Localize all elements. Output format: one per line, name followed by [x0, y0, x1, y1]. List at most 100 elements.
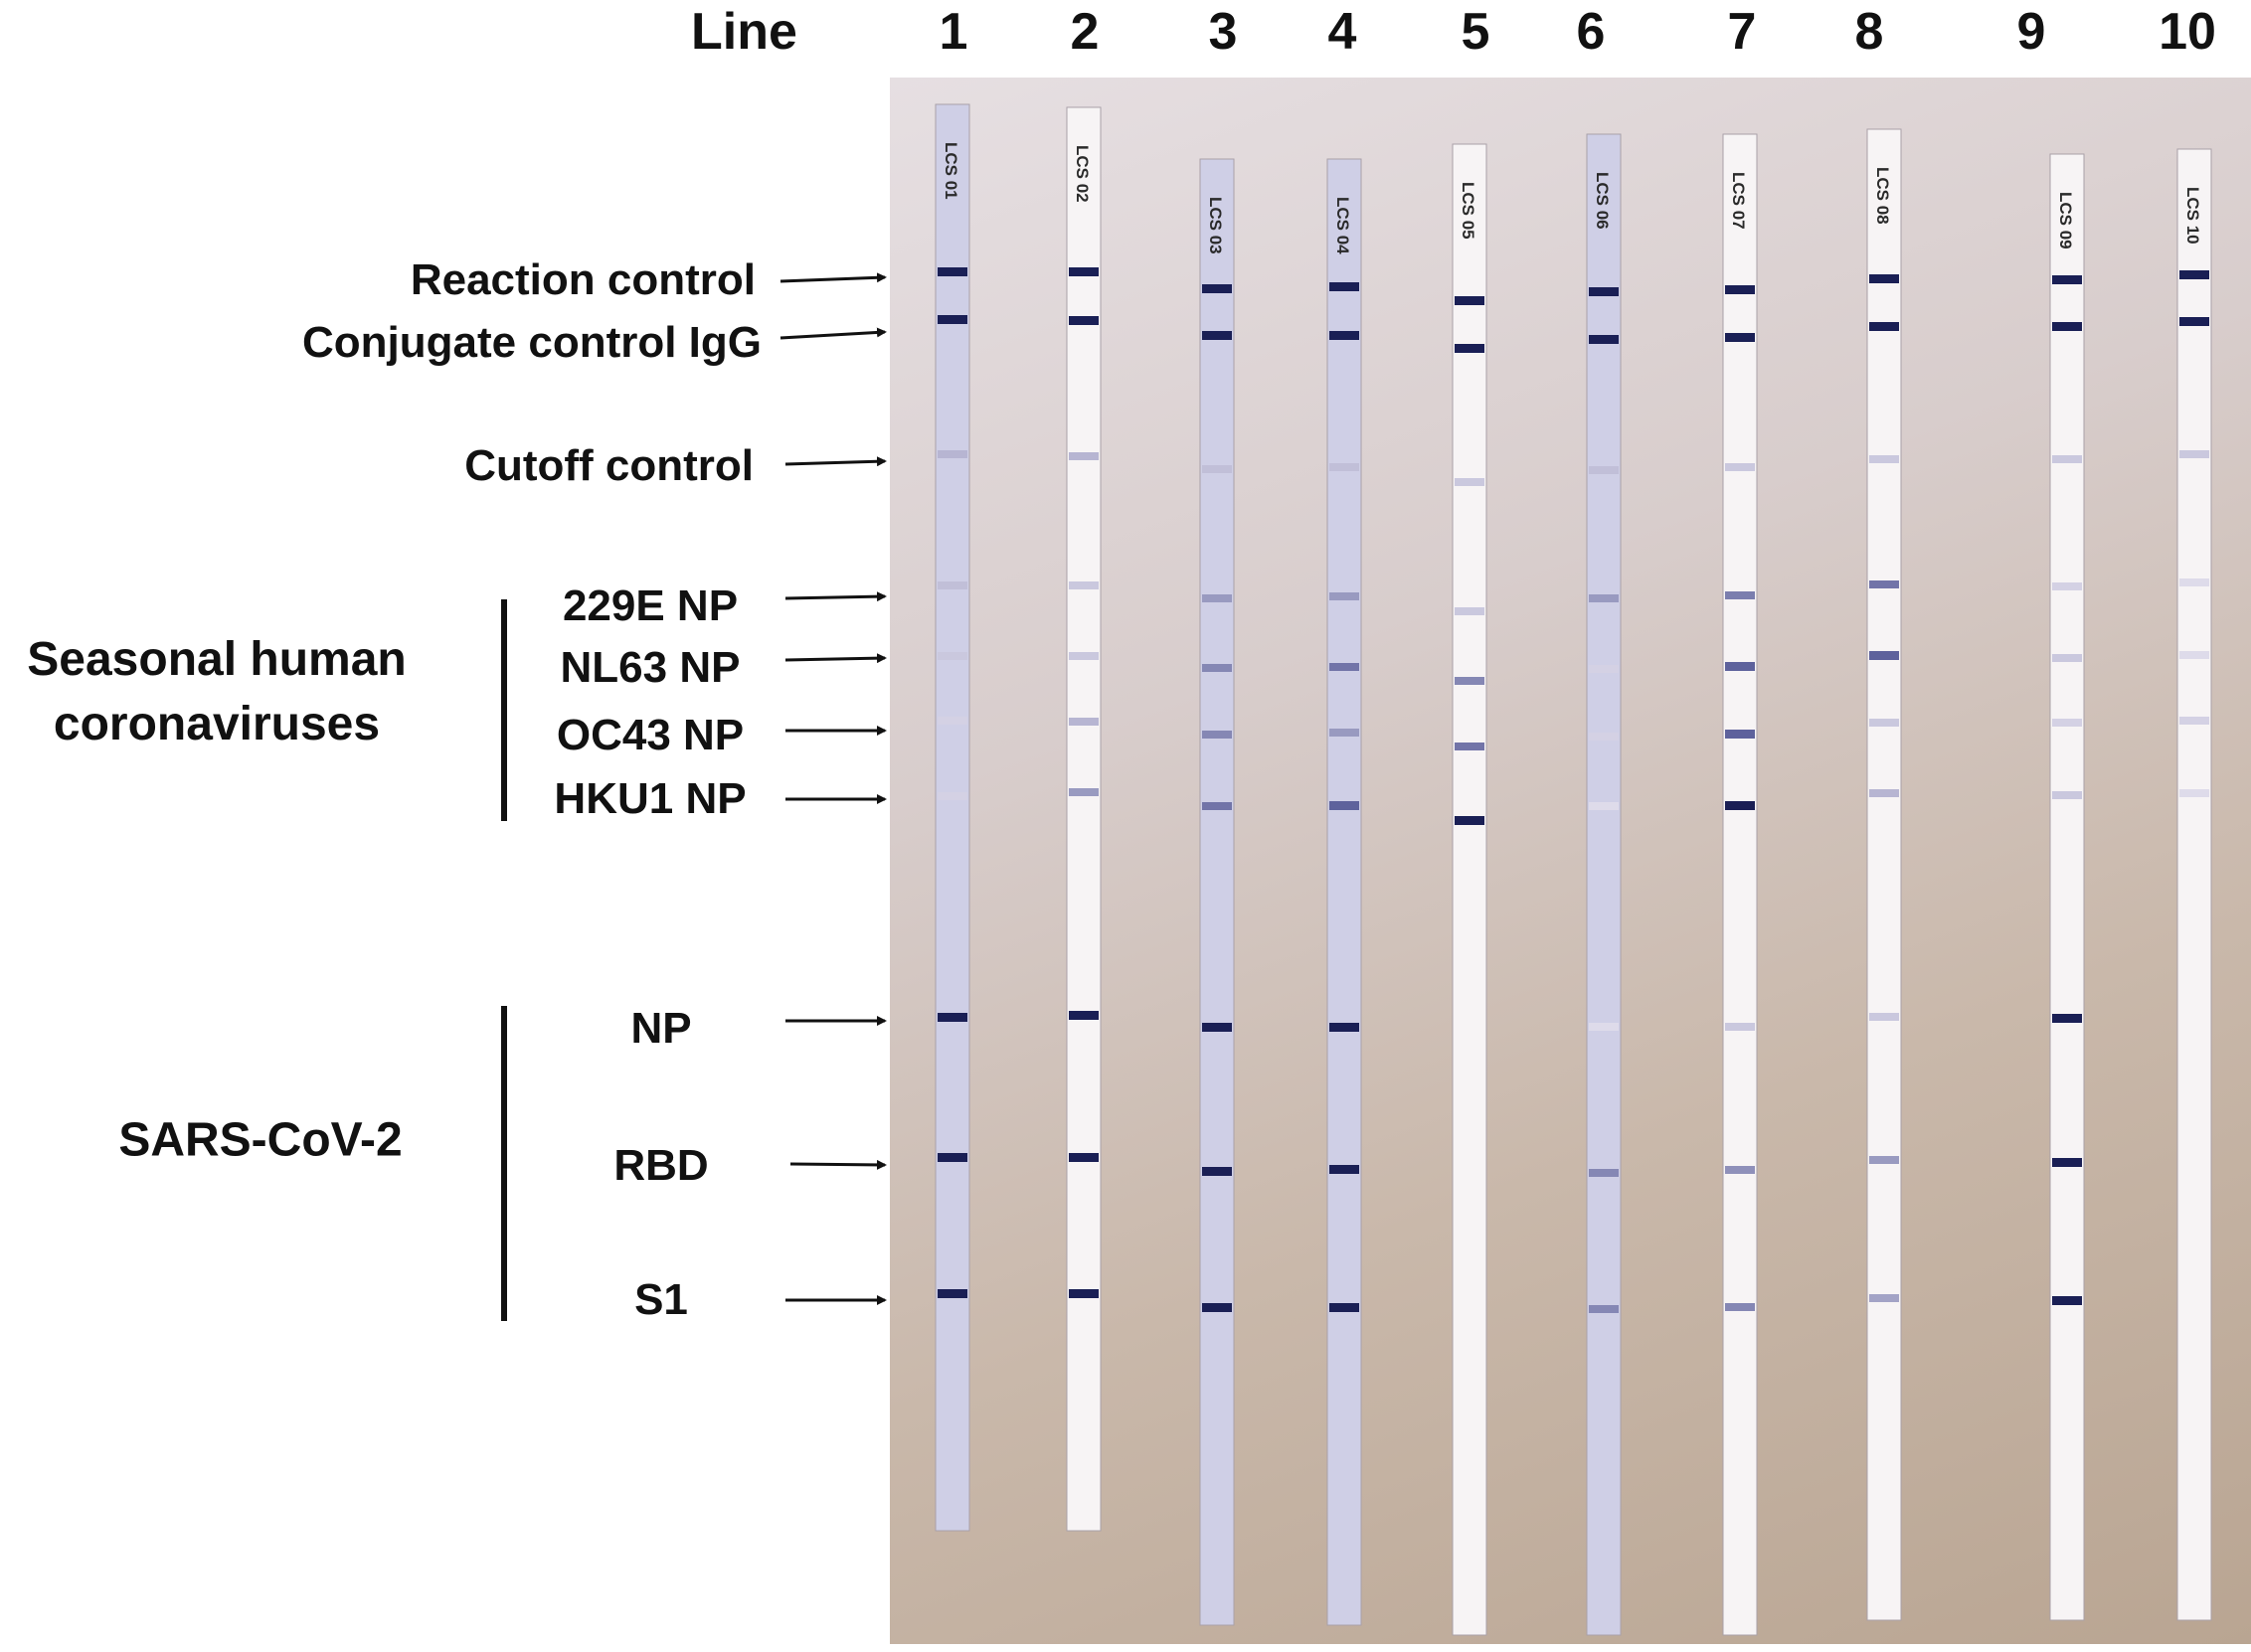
band-reaction [938, 267, 967, 276]
arrow-cutoff-control [784, 456, 887, 467]
band-hku1 [1329, 801, 1359, 810]
band-nl63 [1202, 664, 1232, 672]
band-e229 [2179, 578, 2209, 586]
band-rbd [2052, 1158, 2082, 1167]
band-reaction [1329, 282, 1359, 291]
label-nl63-np: NL63 NP [560, 643, 741, 692]
arrow-229e-np [784, 591, 887, 602]
band-oc43 [1725, 730, 1755, 739]
arrow-rbd [789, 1159, 887, 1170]
lane-number-7: 7 [1727, 3, 1757, 61]
band-np [1725, 1023, 1755, 1031]
band-s1 [1069, 1289, 1099, 1298]
band-rbd [1725, 1166, 1755, 1174]
band-nl63 [1069, 652, 1099, 660]
strip-label: LCS 06 [1593, 172, 1612, 230]
band-reaction [1869, 274, 1899, 283]
band-rbd [938, 1153, 967, 1162]
band-conjugate [938, 315, 967, 324]
band-cutoff [2052, 455, 2082, 463]
label-cutoff-control: Cutoff control [464, 441, 754, 490]
strip-label: LCS 02 [1073, 145, 1092, 203]
lane-number-9: 9 [2016, 3, 2046, 61]
band-e229 [1202, 594, 1232, 602]
band-hku1 [1869, 789, 1899, 797]
band-reaction [1202, 284, 1232, 293]
strip-1: LCS 01 [935, 103, 970, 1532]
band-conjugate [1725, 333, 1755, 342]
band-e229 [1455, 607, 1484, 615]
strip-label: LCS 07 [1729, 172, 1748, 230]
group-seasonal: Seasonal human coronaviruses [27, 633, 407, 750]
band-np [938, 1013, 967, 1022]
label-s1: S1 [634, 1275, 688, 1324]
band-hku1 [1725, 801, 1755, 810]
band-oc43 [938, 717, 967, 725]
band-hku1 [1589, 802, 1619, 810]
band-np [1869, 1013, 1899, 1021]
strip-label: LCS 09 [2056, 192, 2075, 249]
band-conjugate [1329, 331, 1359, 340]
band-oc43 [1455, 743, 1484, 750]
band-cutoff [1202, 465, 1232, 473]
band-nl63 [2052, 654, 2082, 662]
label-reaction-control: Reaction control [410, 255, 756, 304]
arrow-conjugate-control [779, 327, 887, 340]
band-e229 [1069, 581, 1099, 589]
band-oc43 [1202, 731, 1232, 739]
band-cutoff [1869, 455, 1899, 463]
band-hku1 [2052, 791, 2082, 799]
strip-6: LCS 06 [1586, 133, 1622, 1636]
seasonal-bracket [501, 599, 507, 821]
band-hku1 [2179, 789, 2209, 797]
band-hku1 [938, 792, 967, 800]
label-oc43-np: OC43 NP [556, 711, 745, 759]
label-conjugate-control: Conjugate control IgG [302, 318, 762, 367]
band-reaction [1589, 287, 1619, 296]
band-cutoff [1069, 452, 1099, 460]
band-cutoff [1589, 466, 1619, 474]
label-rbd: RBD [613, 1141, 709, 1190]
band-nl63 [1455, 677, 1484, 685]
strip-4: LCS 04 [1326, 158, 1362, 1626]
band-conjugate [1069, 316, 1099, 325]
band-nl63 [938, 652, 967, 660]
band-e229 [1589, 594, 1619, 602]
strip-label: LCS 01 [942, 142, 960, 200]
band-rbd [1202, 1167, 1232, 1176]
band-nl63 [1725, 662, 1755, 671]
strip-body [1722, 133, 1758, 1636]
band-s1 [1725, 1303, 1755, 1311]
band-conjugate [1869, 322, 1899, 331]
strip-8: LCS 08 [1866, 128, 1902, 1621]
strip-body [1199, 158, 1235, 1626]
band-rbd [1869, 1156, 1899, 1164]
arrow-nl63-np [784, 653, 887, 664]
band-reaction [2179, 270, 2209, 279]
lane-number-6: 6 [1576, 3, 1606, 61]
strip-2: LCS 02 [1066, 106, 1102, 1532]
band-oc43 [1589, 733, 1619, 741]
band-conjugate [2179, 317, 2209, 326]
band-reaction [1069, 267, 1099, 276]
band-conjugate [2052, 322, 2082, 331]
strip-body [1586, 133, 1622, 1636]
strip-body [1452, 143, 1487, 1636]
strip-body [1326, 158, 1362, 1626]
strip-label: LCS 03 [1206, 197, 1225, 254]
band-hku1 [1202, 802, 1232, 810]
band-cutoff [1329, 463, 1359, 471]
lane-number-8: 8 [1854, 3, 1884, 61]
strip-label: LCS 08 [1873, 167, 1892, 225]
band-e229 [1869, 580, 1899, 588]
strip-9: LCS 09 [2049, 153, 2085, 1621]
band-s1 [1869, 1294, 1899, 1302]
band-e229 [1329, 592, 1359, 600]
lane-number-10: 10 [2159, 3, 2216, 61]
band-hku1 [1069, 788, 1099, 796]
strip-7: LCS 07 [1722, 133, 1758, 1636]
